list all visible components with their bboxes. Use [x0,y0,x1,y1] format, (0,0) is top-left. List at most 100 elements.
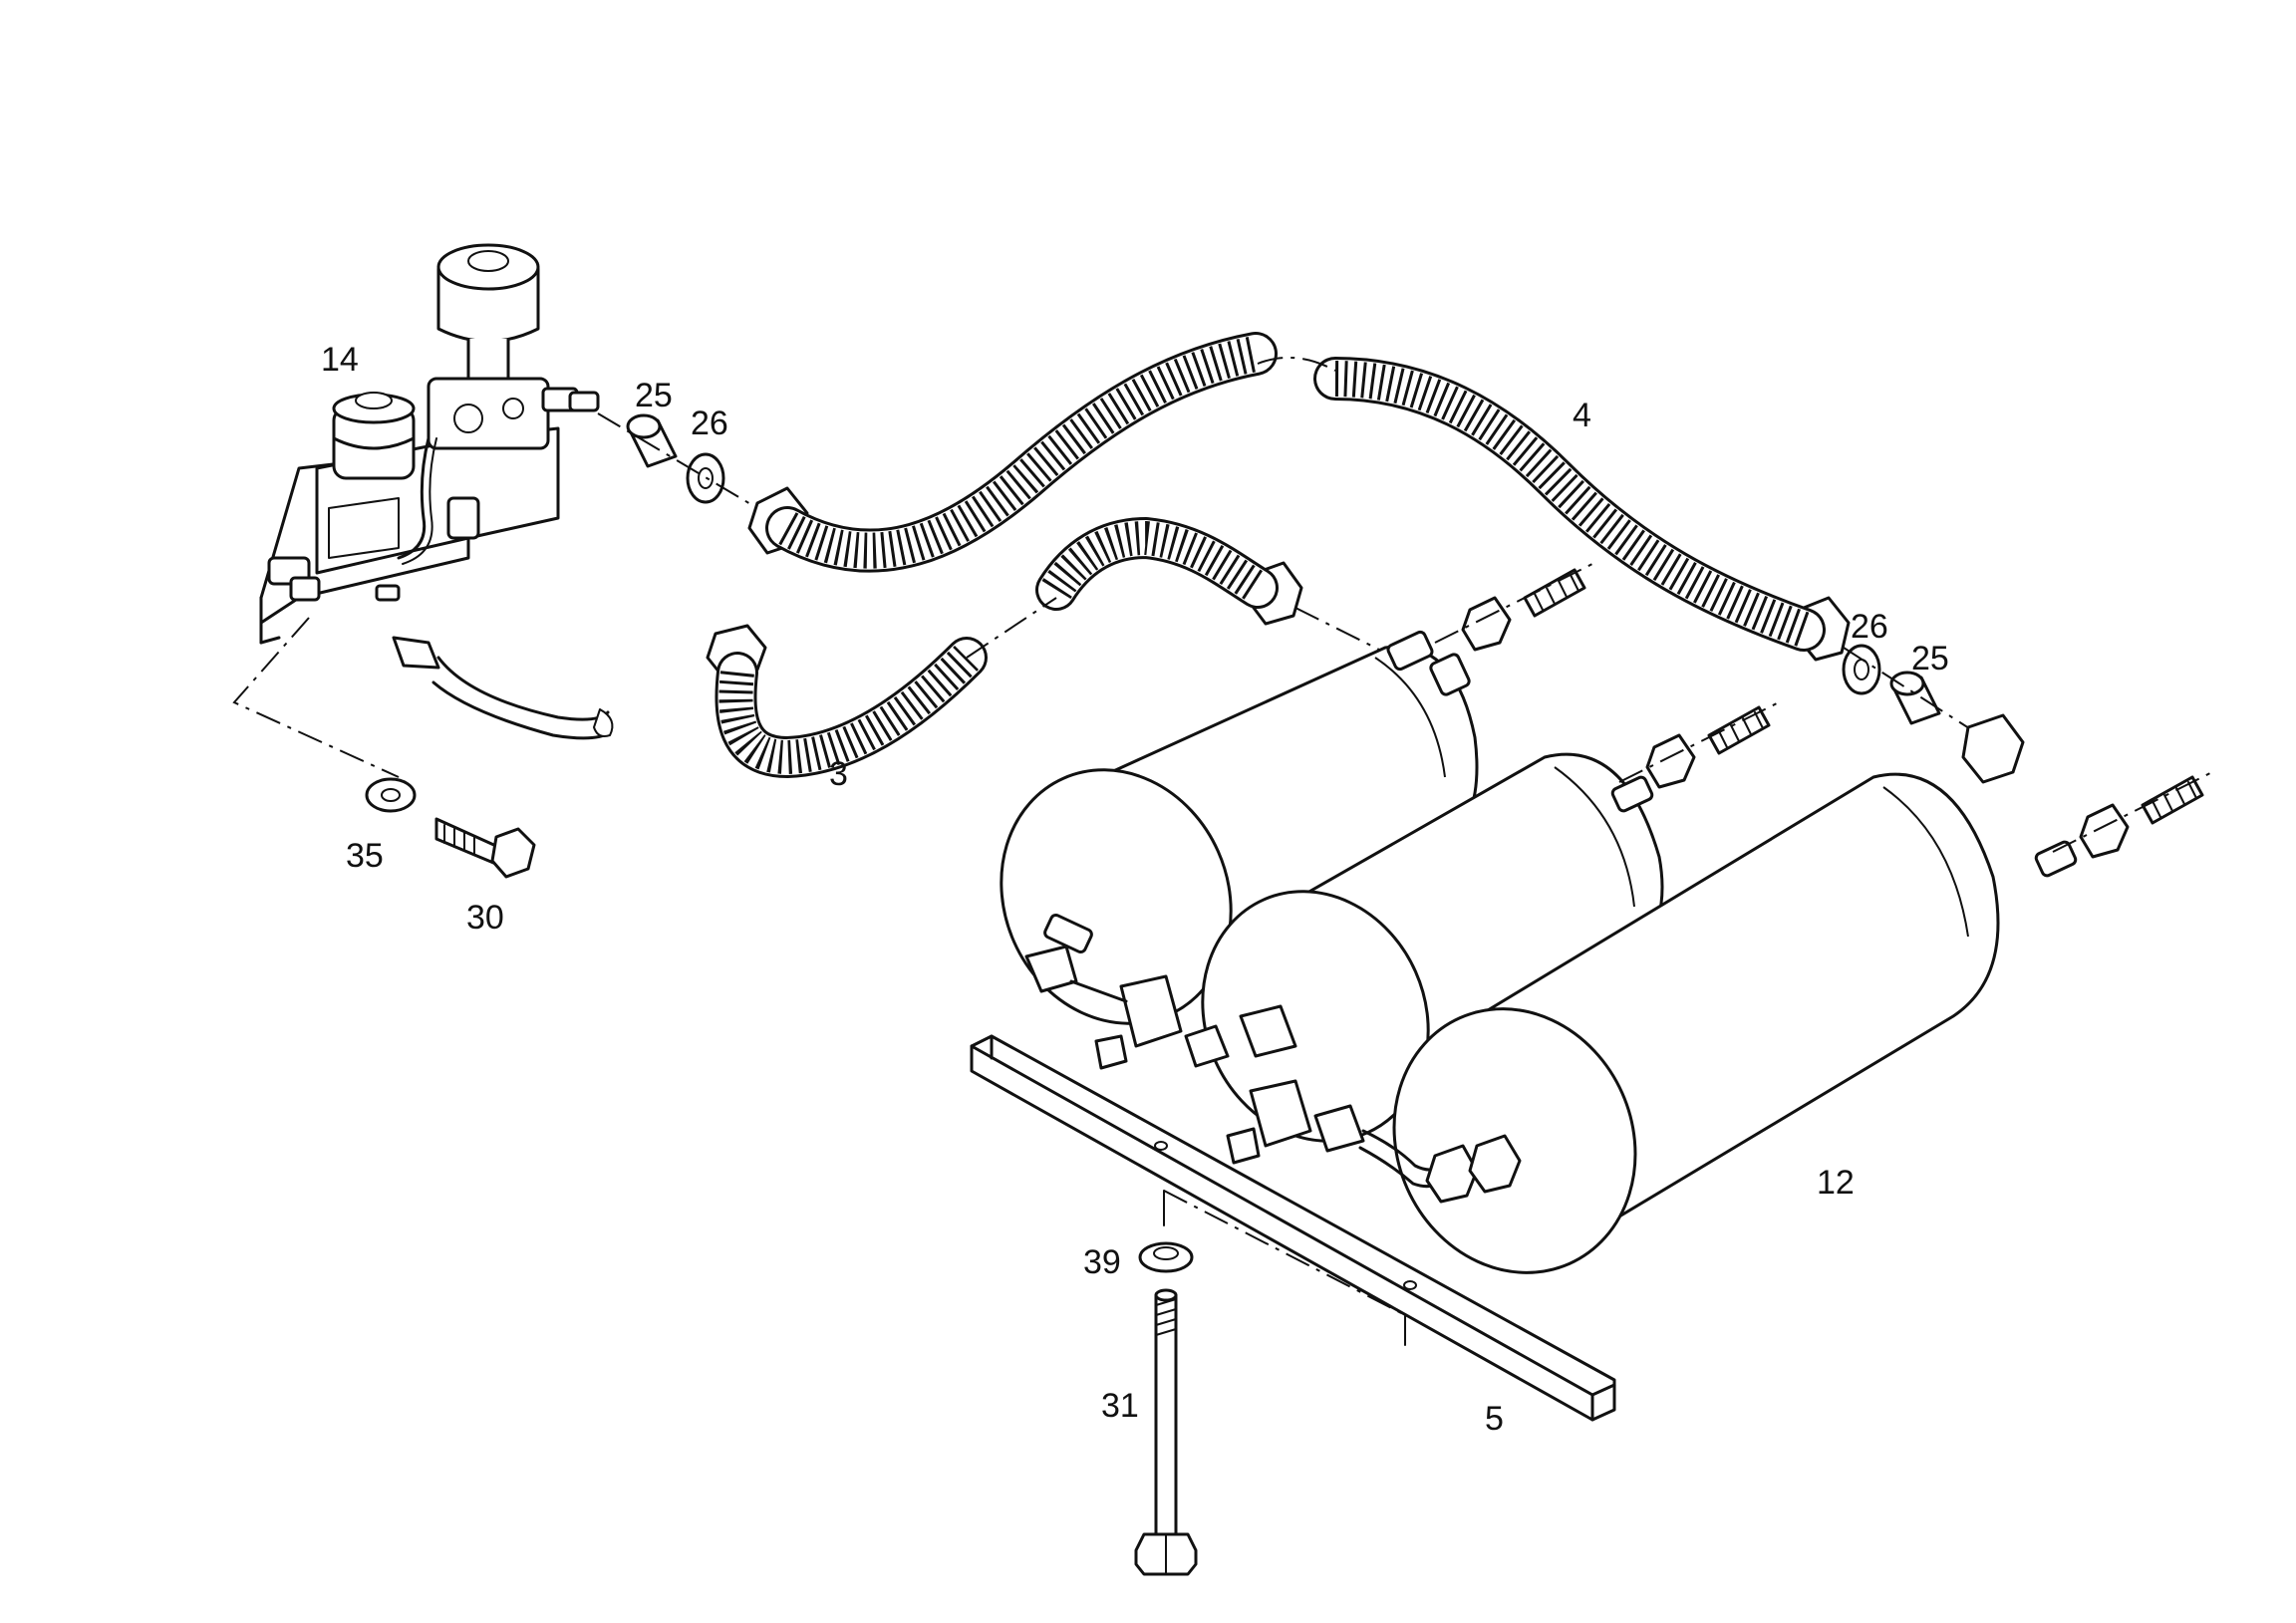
callout-30: 30 [466,899,504,937]
bleed-screw-middle-axis [1618,701,1780,783]
bleed-screw-rear-axis [1434,562,1595,644]
hose-3-left-section [715,637,988,778]
tank-front-seam [1882,786,1969,938]
bleed-screw-middle-thread [1718,711,1764,748]
connector-nut [1425,1144,1479,1204]
bar-5-top-edge [970,1044,1594,1397]
hoses-group [715,332,1826,778]
spacer-25-upper-end [626,413,662,439]
solenoid-band [333,436,415,450]
hose-3-right-section [1035,517,1279,611]
washer-26-lower-hole [1854,659,1869,680]
tank-middle [1201,752,1664,1143]
hose-3-left-section-fill [718,640,985,775]
callout-12: 12 [1817,1164,1855,1202]
pressure-line-end [593,708,614,737]
bar-5-hole-right [1403,1280,1417,1290]
assembly-centerline [232,617,400,778]
support-bar-5 [970,1034,1616,1422]
hose-3-link-line [966,597,1057,659]
upper-fitting-axis [597,412,758,509]
tank-front [1392,772,2000,1274]
tank-middle-seam [1554,766,1635,908]
bolt-31-thread [1155,1298,1177,1336]
callout-labels: 14 25 26 4 3 26 25 35 30 12 39 31 5 [321,341,1949,1438]
tank-connection-valves [1024,913,1522,1204]
bolt-30-thread [443,824,475,856]
tank-rear-top-fitting [1386,630,1434,672]
callout-4: 4 [1573,397,1591,434]
solenoid-cap [355,392,393,409]
lower-fitting [446,496,480,540]
valve-port [453,404,483,433]
valve-rear-body [1119,974,1183,1048]
hose-3-right-section-ribs [1041,521,1268,603]
valve-rear-fitting [1024,945,1078,993]
hose-4-left-section [765,332,1278,573]
tank-middle-top-fitting [1610,775,1654,813]
callout-3: 3 [829,755,848,793]
callout-39: 39 [1083,1243,1121,1281]
tank-rear-side-fitting [1429,653,1471,696]
callout-14: 14 [321,341,359,379]
bleed-screw-front-nut [2079,803,2130,859]
valve-rear-outlet [1184,1024,1230,1068]
callout-5: 5 [1485,1400,1504,1438]
bleed-screw-middle-nut [1645,733,1696,789]
bleed-screw-rear-thread [1534,574,1579,611]
bottom-port [375,584,401,602]
spacer-25-lower-end [1889,671,1925,696]
valve-rear-port [1043,913,1093,954]
side-fitting-nut [568,391,600,412]
washer-35 [365,777,417,813]
plate-flange-edge [259,636,281,645]
pipe-loop-inner [402,437,437,565]
hose-4-right-section-ribs [1334,361,1811,647]
bar-5-end-top [1590,1383,1616,1397]
valve-body-face [328,497,400,559]
tank-front-top-fitting [2034,840,2078,878]
valve-rear-link [1069,979,1128,1003]
bolt-31-tip [1154,1288,1178,1302]
pressure-line-upper [436,656,610,721]
tank-rear-seam [1374,657,1446,778]
reservoir-neck [466,339,510,386]
lower-fitting-axis [1843,647,1984,738]
hose-4-left-section-ribs [778,336,1260,569]
valve-rear-nipple [1094,1034,1128,1070]
plate-fitting-nut [289,576,321,602]
connector-tank-port [1468,1134,1522,1194]
line-nut [392,636,440,670]
washer-39-hole [1153,1246,1179,1260]
valve-port-2 [502,398,524,419]
bleed-screw-front [2052,771,2213,859]
hose-4-right-section [1313,357,1826,652]
tank-fittings-top [1386,630,2078,878]
valve-assembly [232,243,614,778]
washer-35-hole [381,788,401,802]
callout-26-upper: 26 [691,405,728,442]
bleed-screw-rear-nut [1461,596,1512,652]
callout-25-upper: 25 [635,377,673,414]
hose-4-link-line [1257,356,1336,372]
valve-middle-top [1239,1004,1297,1058]
pipe-loop [397,436,430,560]
spacer-25-lower [1889,671,1941,725]
bar-5-hole-left [1154,1141,1168,1151]
valve-head [427,377,550,450]
callout-26-lower: 26 [1851,608,1888,646]
tank-front-end [1392,1007,1637,1274]
spacer-25-upper [626,413,678,468]
bolt-30 [434,817,536,879]
bolt-30-shank [434,817,500,867]
bleed-screw-middle-body [1707,705,1771,755]
valve-middle-outlet [1313,1104,1365,1153]
callout-31: 31 [1101,1387,1139,1425]
pressure-line-lower [431,680,612,740]
bolt-31 [1134,1288,1198,1576]
tank-elbow-fitting [1961,713,2025,784]
reservoir-cap [467,250,509,272]
washer-26-lower [1842,644,1881,695]
